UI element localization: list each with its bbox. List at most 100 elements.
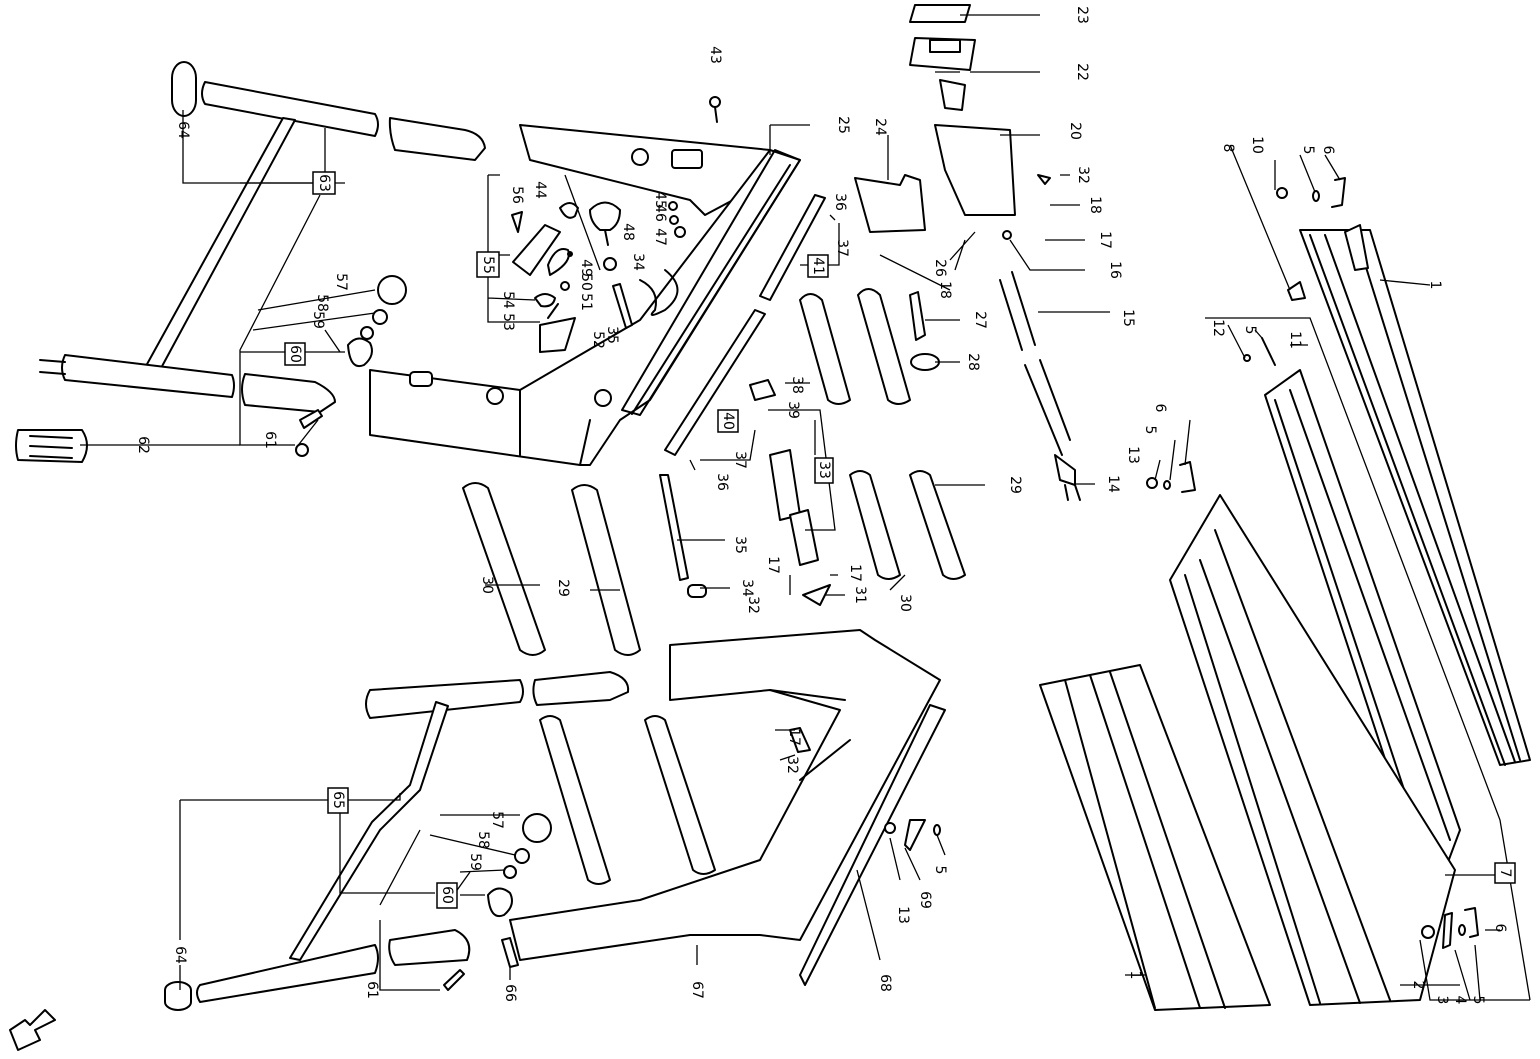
callout-label: 37 <box>732 451 748 469</box>
callout-label: 10 <box>1249 136 1265 154</box>
callout-label: 32 <box>784 756 800 774</box>
plate-69 <box>904 819 926 851</box>
bracket-55 <box>512 224 561 276</box>
callout-label: 5 <box>932 866 948 875</box>
rail-68 <box>799 704 946 986</box>
callout-label: 12 <box>1210 319 1226 337</box>
callout-label: 17 <box>1097 231 1113 249</box>
callout-label: 34 <box>739 579 755 597</box>
rail-strip-41 <box>759 194 826 301</box>
callout-label: 22 <box>1074 63 1090 81</box>
handle-assembly-bottom <box>164 671 630 1011</box>
callout-label: 6 <box>1492 924 1508 933</box>
wire-14 <box>1024 359 1071 456</box>
callout-label: 13 <box>895 906 911 924</box>
callout-label: 56 <box>509 186 525 204</box>
callout-label: 8 <box>1220 144 1236 153</box>
callout-label: 30 <box>479 576 495 594</box>
clamp-28 <box>910 353 940 371</box>
part-50 <box>547 248 570 276</box>
callout-label: 45 <box>652 191 668 209</box>
callout-label: 17 <box>847 564 863 582</box>
callout-label: 11 <box>1287 331 1303 349</box>
box-33 <box>814 457 834 484</box>
cam-60 <box>347 337 373 367</box>
callout-label: 1 <box>1127 971 1143 980</box>
plate-4 <box>1442 912 1453 949</box>
bolt-61 <box>299 409 323 429</box>
callout-label: 34 <box>630 253 646 271</box>
box-41 <box>807 254 829 278</box>
box-40 <box>717 409 739 433</box>
nut-58-bottom <box>514 848 530 864</box>
handle-tube-top <box>201 81 379 137</box>
callout-label: 47 <box>652 228 668 246</box>
callout-label: 59 <box>310 311 326 329</box>
roller-30-right <box>849 470 901 580</box>
callout-label: 38 <box>789 376 805 394</box>
cam-60-bottom <box>487 887 513 917</box>
cap-34 <box>687 584 707 598</box>
bolt-3 <box>1421 925 1435 939</box>
handle-tube-bottom-lower <box>196 944 379 1003</box>
callout-label: 40 <box>720 412 736 430</box>
part-44 <box>559 202 579 219</box>
callout-label: 59 <box>467 853 483 871</box>
callout-label: 17 <box>786 728 802 746</box>
callout-label: 57 <box>489 811 505 829</box>
callout-label: 28 <box>965 353 981 371</box>
plate-52 <box>539 317 576 353</box>
callout-label: 66 <box>502 984 518 1002</box>
wire-15 <box>999 271 1036 351</box>
frame-rail-25 <box>621 149 801 416</box>
plate-38 <box>749 379 776 401</box>
callout-label: 58 <box>314 294 330 312</box>
washer-16 <box>1002 230 1012 240</box>
washer-51 <box>560 281 570 291</box>
roller-upper-2 <box>857 288 911 405</box>
callout-label: 24 <box>872 118 888 136</box>
callout-label: 36 <box>714 473 730 491</box>
switch-box-assembly <box>854 4 1051 240</box>
callout-label: 65 <box>330 791 346 809</box>
box-7 <box>1494 862 1516 884</box>
callout-label: 18 <box>937 281 953 299</box>
clamp-tube-bottom <box>532 671 630 706</box>
housing-20 <box>934 124 1016 216</box>
callout-label: 13 <box>1125 446 1141 464</box>
pin-35 <box>612 283 633 329</box>
handle-tube-lower <box>61 354 235 398</box>
rollers <box>462 288 966 885</box>
callout-label: 31 <box>852 586 868 604</box>
cover-24 <box>854 174 926 233</box>
table-panels <box>1039 177 1531 1011</box>
clamp-tube-lower <box>241 373 336 413</box>
clamp-tube-bottom-lower <box>388 929 471 966</box>
pin-34 <box>603 257 617 271</box>
roller-29-left <box>571 484 641 656</box>
rail-strip-40 <box>664 309 766 456</box>
ball-49 <box>567 251 573 257</box>
bolt-61-bottom <box>443 969 465 991</box>
callout-label: 69 <box>917 891 933 909</box>
callout-label: 29 <box>1007 476 1023 494</box>
callout-label: 5 <box>1242 326 1258 335</box>
callout-label: 5 <box>1300 146 1316 155</box>
callout-label: 52 <box>590 331 606 349</box>
roller-lower-1 <box>539 715 611 885</box>
callout-label: 57 <box>333 273 349 291</box>
washer-5-bottom <box>1458 924 1466 936</box>
screw-12 <box>1243 354 1251 362</box>
callout-label: 25 <box>835 116 851 134</box>
gasket-23 <box>909 4 971 23</box>
roller-upper-1 <box>799 293 851 405</box>
callout-label: 46 <box>652 204 668 222</box>
callout-label: 67 <box>689 981 705 999</box>
callout-label: 35 <box>604 326 620 344</box>
direction-arrow-icon <box>9 1009 56 1051</box>
screw-56 <box>511 211 523 233</box>
end-cap-64-bottom <box>164 981 192 1011</box>
washer-57-bottom <box>522 813 552 843</box>
upper-small-parts <box>511 96 721 353</box>
callout-label: 51 <box>578 293 594 311</box>
